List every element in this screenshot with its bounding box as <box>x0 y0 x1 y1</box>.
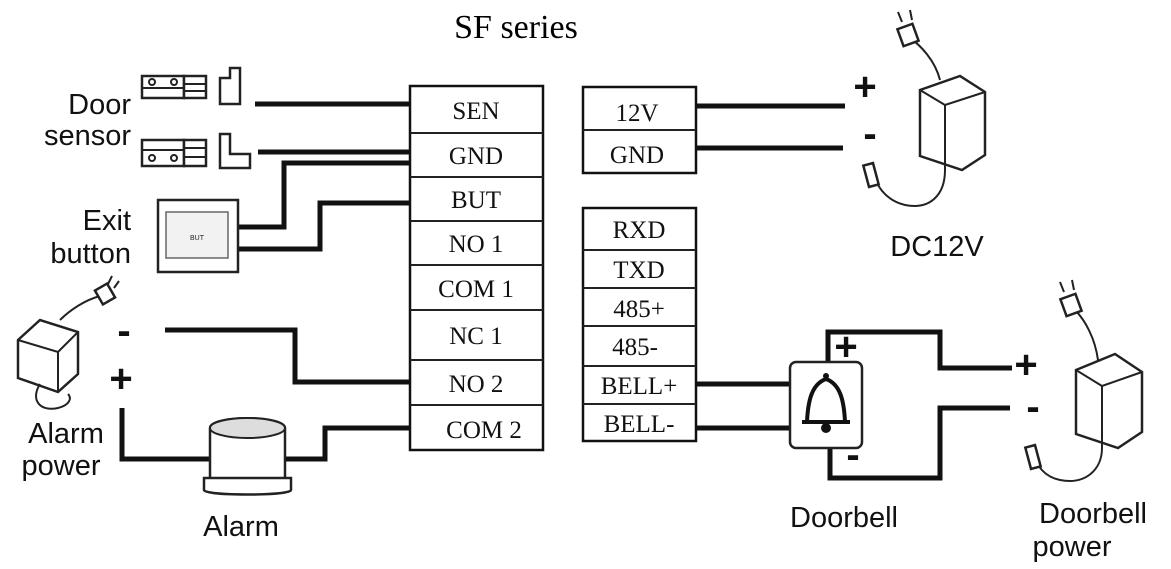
doorbell-power-label-line1: Doorbell <box>1039 498 1147 530</box>
terminal-no2: NO 2 <box>449 371 504 398</box>
terminal-nc1: NC 1 <box>449 323 502 350</box>
doorbell: + - Doorbell <box>788 325 898 534</box>
terminal-com2: COM 2 <box>446 417 522 444</box>
terminal-power-gnd: GND <box>610 142 664 169</box>
dc12v-adapter: + - DC12V <box>853 9 987 263</box>
terminal-sen: SEN <box>452 98 499 125</box>
dc12v-minus: - <box>863 112 876 156</box>
door-sensor-bracket-bottom <box>218 132 252 170</box>
terminal-txd: TXD <box>613 257 664 284</box>
terminal-485-plus: 485+ <box>613 296 665 323</box>
signal-terminal-frame <box>581 206 698 443</box>
door-sensor-magnet-bottom <box>140 138 186 168</box>
signal-terminal-block: RXD TXD 485+ 485- BELL+ BELL- <box>581 206 698 443</box>
dc12v-plug <box>895 22 921 48</box>
alarm-siren: Alarm <box>202 417 293 543</box>
wire-alarm-com2 <box>285 425 410 462</box>
alarm-power-body <box>16 318 80 394</box>
terminal-485-minus: 485- <box>612 334 658 361</box>
terminal-but: BUT <box>451 187 501 214</box>
exit-button-label-line1: Exit <box>83 205 131 237</box>
doorbell-power-plus: + <box>1014 343 1037 387</box>
bell-icon <box>804 376 848 424</box>
dc12v-label: DC12V <box>890 231 984 263</box>
terminal-com1: COM 1 <box>438 276 514 303</box>
alarm-power-plus: + <box>109 357 132 401</box>
alarm-power-minus: - <box>117 309 130 353</box>
door-sensor-label-line1: Door <box>68 89 131 121</box>
exit-button: BUT Exit button <box>50 198 240 274</box>
door-sensor: Door sensor <box>44 66 252 170</box>
alarm-label: Alarm <box>203 511 279 543</box>
wire-button-but <box>238 200 410 252</box>
door-sensor-bracket-top <box>218 66 242 106</box>
door-sensor-label-line2: sensor <box>44 120 131 152</box>
doorbell-housing <box>788 360 864 450</box>
alarm-power-adapter: - + Alarm power <box>16 275 133 482</box>
wires <box>119 101 1012 481</box>
doorbell-power-label-line2: power <box>1033 531 1112 563</box>
doorbell-power-minus: - <box>1026 385 1039 429</box>
alarm-power-plug <box>93 281 117 307</box>
doorbell-power-body <box>1074 352 1144 450</box>
power-terminal-block: 12V GND <box>581 85 698 175</box>
doorbell-minus: - <box>846 433 859 477</box>
doorbell-label: Doorbell <box>790 502 898 534</box>
terminal-12v: 12V <box>615 100 658 127</box>
wire-alarm-power-plus <box>119 408 210 462</box>
terminal-bell-minus: BELL- <box>604 411 675 438</box>
left-terminal-frame <box>408 84 545 452</box>
alarm-power-label-line1: Alarm <box>28 418 104 450</box>
wire-doorbell-plus <box>825 329 1012 371</box>
terminal-rxd: RXD <box>613 217 666 244</box>
wire-button-gnd <box>238 160 410 230</box>
alarm-power-label-line2: power <box>22 450 101 482</box>
terminal-gnd: GND <box>449 143 503 170</box>
wire-alarm-no2 <box>165 327 410 385</box>
dc12v-body <box>918 74 987 172</box>
wire-doorbell-minus <box>827 405 1010 481</box>
doorbell-power-adapter: + - Doorbell power <box>1014 279 1147 563</box>
doorbell-plus: + <box>834 325 857 369</box>
diagram-title: SF series <box>454 9 578 46</box>
terminal-bell-plus: BELL+ <box>601 373 678 400</box>
left-terminal-block: SEN GND BUT NO 1 COM 1 NC 1 NO 2 COM 2 <box>408 84 545 452</box>
exit-button-face-text: BUT <box>190 235 205 242</box>
dc12v-plus: + <box>853 65 876 109</box>
exit-button-label-line2: button <box>50 238 131 270</box>
terminal-no1: NO 1 <box>449 231 504 258</box>
doorbell-power-plug <box>1058 292 1084 318</box>
